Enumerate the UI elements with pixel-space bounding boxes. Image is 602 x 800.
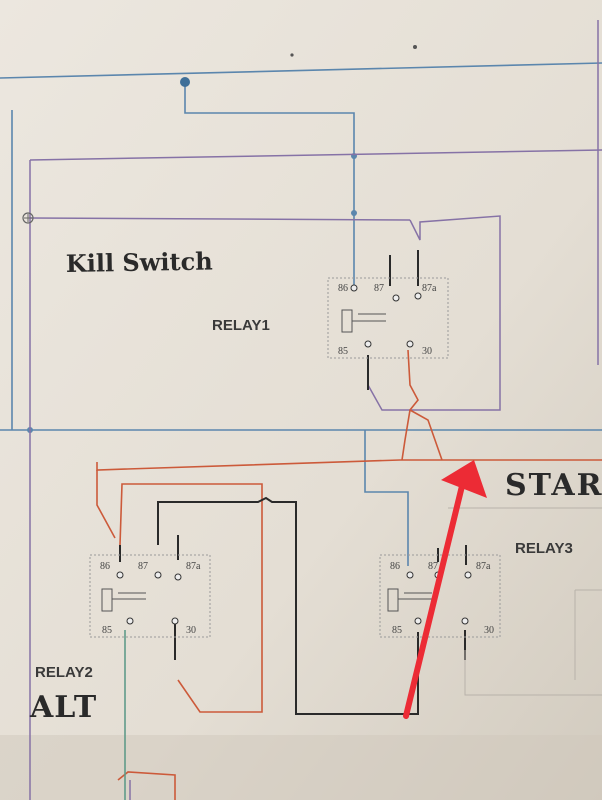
orange-top-wire	[96, 459, 602, 471]
terminal-icon	[350, 284, 358, 292]
terminal-icon	[171, 617, 179, 625]
terminal-icon	[464, 571, 472, 579]
alt-handwritten-label: ALT	[29, 690, 97, 725]
relay-coil-icon	[387, 588, 399, 612]
orange-relay1-30	[401, 349, 419, 461]
junction-dot	[180, 77, 190, 87]
arrow-head-icon	[441, 460, 487, 498]
paper-dot	[290, 53, 294, 57]
orange-relay2-86	[96, 470, 116, 539]
purple-kill-wire	[29, 217, 411, 221]
terminal-icon	[406, 340, 414, 348]
relay1-feed-wire	[184, 82, 355, 286]
top-blue-wire	[0, 62, 602, 79]
orange-wires	[96, 349, 602, 800]
terminal-icon	[392, 294, 400, 302]
relay2-block: 86 87 87a 85 30	[89, 554, 211, 638]
paper-dot	[413, 45, 417, 49]
faint-outline	[464, 650, 602, 696]
pin-86-label: 86	[390, 561, 400, 572]
kill-switch-handwritten-label: Kill Switch	[66, 246, 213, 278]
terminal-icon	[154, 571, 162, 579]
orange-relay2-loop	[119, 483, 263, 713]
relay1-block: 86 87 87a 85 30	[327, 277, 449, 359]
relay3-block: 86 87 87a 85 30	[379, 554, 501, 638]
pin-87a-label: 87a	[186, 561, 201, 572]
relay-coil-icon	[101, 588, 113, 612]
purple-relay1-loop	[367, 215, 501, 411]
pin-30-label: 30	[484, 625, 494, 636]
pin-87-label: 87	[374, 283, 384, 294]
relay-outline	[89, 554, 211, 638]
terminal-icon	[126, 617, 134, 625]
orange-bottom-wire	[117, 771, 176, 800]
relay3-label: RELAY3	[515, 540, 573, 557]
terminal-icon	[406, 571, 414, 579]
terminal-icon	[414, 617, 422, 625]
pin-30-label: 30	[422, 346, 432, 357]
terminal-icon	[414, 292, 422, 300]
pin-87a-label: 87a	[422, 283, 437, 294]
terminal-icon	[116, 571, 124, 579]
pin-86-label: 86	[338, 283, 348, 294]
terminal-icon	[364, 340, 372, 348]
terminal-icon	[174, 573, 182, 581]
relay-outline	[379, 554, 501, 638]
paper-shadow	[0, 735, 602, 800]
pin-85-label: 85	[392, 625, 402, 636]
pin-87-label: 87	[428, 561, 438, 572]
purple-top-wire	[29, 149, 602, 161]
ground-symbol-icon	[22, 212, 34, 224]
terminal-icon	[461, 617, 469, 625]
orange-relay1-branch	[409, 409, 443, 461]
purple-wires	[29, 20, 602, 800]
junction-dot	[351, 210, 357, 216]
pin-30-label: 30	[186, 625, 196, 636]
pin-87-label: 87	[138, 561, 148, 572]
black-wires	[119, 250, 467, 715]
pin-87a-label: 87a	[476, 561, 491, 572]
relay2-87-to-relay3-85	[157, 496, 419, 715]
relay-outline	[327, 277, 449, 359]
red-arrow-icon	[403, 460, 487, 719]
pin-86-label: 86	[100, 561, 110, 572]
pin-85-label: 85	[338, 346, 348, 357]
relay2-label: RELAY2	[35, 664, 93, 681]
relay1-label: RELAY1	[212, 317, 270, 334]
pin-85-label: 85	[102, 625, 112, 636]
start-handwritten-label: STAR	[505, 468, 602, 503]
